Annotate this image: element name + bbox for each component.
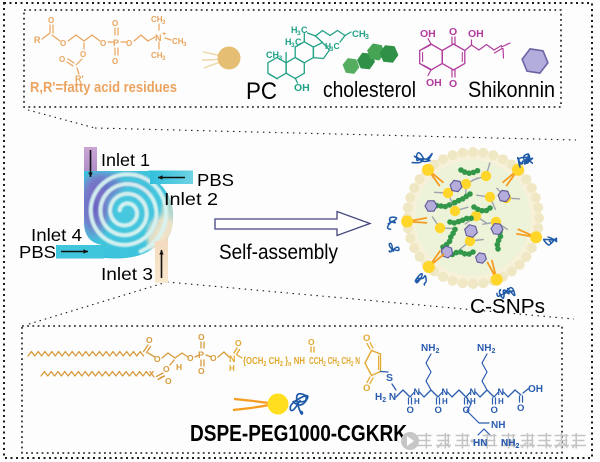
svg-text:NH: NH xyxy=(491,420,505,431)
svg-text:O: O xyxy=(435,405,442,416)
svg-text:R,R'=fatty acid residues: R,R'=fatty acid residues xyxy=(30,79,177,96)
svg-text:N: N xyxy=(155,33,162,43)
svg-text:Inlet 3: Inlet 3 xyxy=(101,264,153,284)
svg-text:C: C xyxy=(334,41,340,51)
svg-text:PBS: PBS xyxy=(197,170,234,190)
svg-text:{OCH2 CH2 }n NH: {OCH2 CH2 }n NH xyxy=(243,355,305,368)
svg-text:N: N xyxy=(442,387,449,397)
svg-text:P: P xyxy=(198,350,204,360)
svg-text:3: 3 xyxy=(291,42,295,49)
svg-text:C-SNPs: C-SNPs xyxy=(470,295,545,318)
svg-text:3: 3 xyxy=(330,47,334,53)
svg-text:NH2: NH2 xyxy=(501,438,519,450)
svg-text:O: O xyxy=(100,39,106,48)
svg-text:Inlet 1: Inlet 1 xyxy=(101,150,150,170)
svg-text:N: N xyxy=(414,387,421,397)
svg-text:Inlet 4: Inlet 4 xyxy=(31,225,82,245)
svg-text:H: H xyxy=(291,25,298,35)
svg-text:O: O xyxy=(407,405,414,416)
svg-text:H: H xyxy=(442,397,448,406)
svg-text:H: H xyxy=(176,362,182,372)
svg-text:O: O xyxy=(491,405,498,416)
svg-text:CH: CH xyxy=(266,50,279,60)
svg-text:H: H xyxy=(414,397,420,406)
svg-text:N: N xyxy=(229,354,236,364)
svg-text:O: O xyxy=(363,383,370,394)
svg-text:PC: PC xyxy=(246,78,277,105)
svg-text:NH2: NH2 xyxy=(421,343,439,355)
svg-text:H: H xyxy=(470,397,476,406)
svg-text:O: O xyxy=(449,26,457,38)
svg-text:3: 3 xyxy=(279,55,283,62)
svg-text:C: C xyxy=(295,37,302,47)
svg-text:O: O xyxy=(146,335,153,345)
svg-text:PBS: PBS xyxy=(19,242,56,262)
svg-text:O: O xyxy=(60,39,66,48)
svg-text:O: O xyxy=(59,55,65,64)
svg-text:NH2: NH2 xyxy=(477,343,495,355)
svg-text:H: H xyxy=(285,37,292,47)
svg-text:OH: OH xyxy=(294,82,310,94)
svg-text:CH: CH xyxy=(151,51,163,60)
svg-text:3: 3 xyxy=(162,56,166,62)
svg-text:O: O xyxy=(80,50,86,59)
svg-text:O: O xyxy=(449,78,457,90)
svg-text:O: O xyxy=(154,354,161,364)
svg-text:Self-assembly: Self-assembly xyxy=(219,241,338,264)
svg-text:O: O xyxy=(210,353,217,363)
svg-text:R: R xyxy=(34,35,41,45)
svg-text:O: O xyxy=(517,403,524,414)
svg-text:CH: CH xyxy=(172,37,184,46)
svg-text:O: O xyxy=(198,332,205,342)
svg-text:Shikonnin: Shikonnin xyxy=(468,77,555,102)
svg-text:O: O xyxy=(48,16,54,25)
svg-text:O: O xyxy=(112,19,118,28)
svg-text:HN: HN xyxy=(473,438,487,449)
svg-text:O: O xyxy=(235,338,242,348)
svg-text:OH: OH xyxy=(468,28,484,40)
svg-text:O: O xyxy=(198,366,205,376)
svg-text:HN: HN xyxy=(473,438,487,449)
svg-text:CH: CH xyxy=(151,15,163,24)
svg-text:O: O xyxy=(112,57,118,66)
svg-text:cholesterol: cholesterol xyxy=(323,77,416,102)
svg-text:3: 3 xyxy=(162,20,166,26)
svg-text:Inlet 2: Inlet 2 xyxy=(164,189,218,209)
svg-text:OH: OH xyxy=(528,384,543,395)
svg-text:O: O xyxy=(463,405,470,416)
svg-text:CH: CH xyxy=(352,29,366,40)
svg-text:H: H xyxy=(498,397,504,406)
svg-text:N: N xyxy=(498,387,505,397)
svg-text:H2 N: H2 N xyxy=(375,392,396,404)
svg-text:3: 3 xyxy=(183,42,187,48)
svg-text:O: O xyxy=(165,376,172,386)
svg-text:N: N xyxy=(470,387,477,397)
svg-text:C: C xyxy=(301,25,308,35)
svg-text:O: O xyxy=(187,353,194,363)
svg-text:O: O xyxy=(308,337,315,347)
svg-text:H: H xyxy=(325,41,331,51)
svg-text:+: + xyxy=(162,31,166,38)
svg-text:CCH2 CH2 CH2 N: CCH2 CH2 CH2 N xyxy=(309,355,360,368)
svg-text:OH: OH xyxy=(420,28,436,40)
svg-text:O: O xyxy=(126,39,132,48)
svg-text:P: P xyxy=(113,38,119,48)
svg-text:O: O xyxy=(363,333,370,344)
svg-text:3: 3 xyxy=(297,30,301,37)
svg-text:3: 3 xyxy=(365,34,369,41)
svg-text:S: S xyxy=(386,372,393,384)
svg-text:O: O xyxy=(163,364,170,374)
svg-text:OH: OH xyxy=(426,77,442,89)
svg-text:R': R' xyxy=(75,74,84,84)
svg-text:H: H xyxy=(229,364,235,373)
svg-text:DSPE-PEG1000-CGKRK: DSPE-PEG1000-CGKRK xyxy=(190,420,407,446)
